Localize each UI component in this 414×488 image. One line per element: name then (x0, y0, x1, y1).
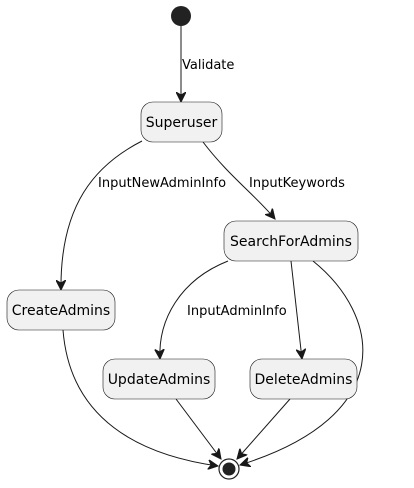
state-update-admins: UpdateAdmins (102, 358, 216, 400)
state-superuser: Superuser (140, 101, 223, 143)
edge-label-input-keywords: InputKeywords (249, 176, 345, 191)
state-create-admins: CreateAdmins (6, 289, 116, 331)
state-label-create-admins: CreateAdmins (12, 303, 110, 319)
edge-superuser-create (61, 140, 143, 290)
edge-create-final (62, 329, 218, 466)
edge-superuser-search (202, 141, 275, 219)
state-delete-admins: DeleteAdmins (249, 358, 358, 400)
edge-update-final (175, 398, 221, 459)
state-label-superuser: Superuser (146, 115, 218, 131)
state-search-for-admins: SearchForAdmins (223, 220, 359, 262)
edge-delete-final (237, 398, 291, 459)
state-label-delete-admins: DeleteAdmins (255, 372, 353, 388)
final-state (218, 458, 240, 480)
edge-label-input-admin-info: InputAdminInfo (187, 304, 287, 319)
edge-search-delete (290, 260, 302, 359)
edge-label-input-new-admin-info: InputNewAdminInfo (98, 176, 226, 191)
edge-search-update (160, 260, 229, 359)
initial-state (171, 6, 191, 26)
edge-label-validate: Validate (182, 58, 234, 73)
state-label-update-admins: UpdateAdmins (108, 372, 211, 388)
state-label-search-for-admins: SearchForAdmins (230, 234, 352, 250)
edge-search-final (240, 260, 364, 465)
